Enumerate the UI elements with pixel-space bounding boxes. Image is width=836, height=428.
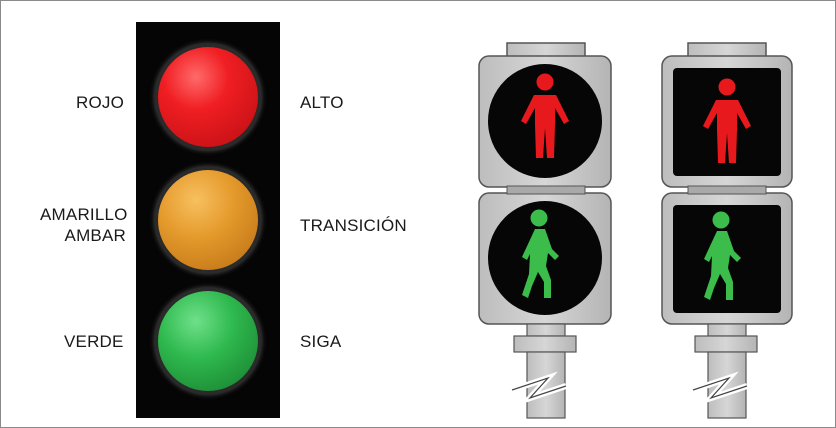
green-light (158, 291, 258, 391)
red-light (158, 47, 258, 147)
meaning-stop: ALTO (300, 93, 344, 112)
amber-light (158, 170, 258, 270)
label-amber-line1: AMARILLO (40, 205, 128, 224)
meaning-transition: TRANSICIÓN (300, 216, 407, 235)
pedestrian-signal-round (478, 42, 612, 419)
label-red: ROJO (76, 93, 125, 112)
meaning-go: SIGA (300, 332, 342, 351)
pedestrian-signal-square (661, 42, 793, 419)
label-green: VERDE (64, 332, 124, 351)
label-amber-line2: AMBAR (64, 226, 126, 245)
